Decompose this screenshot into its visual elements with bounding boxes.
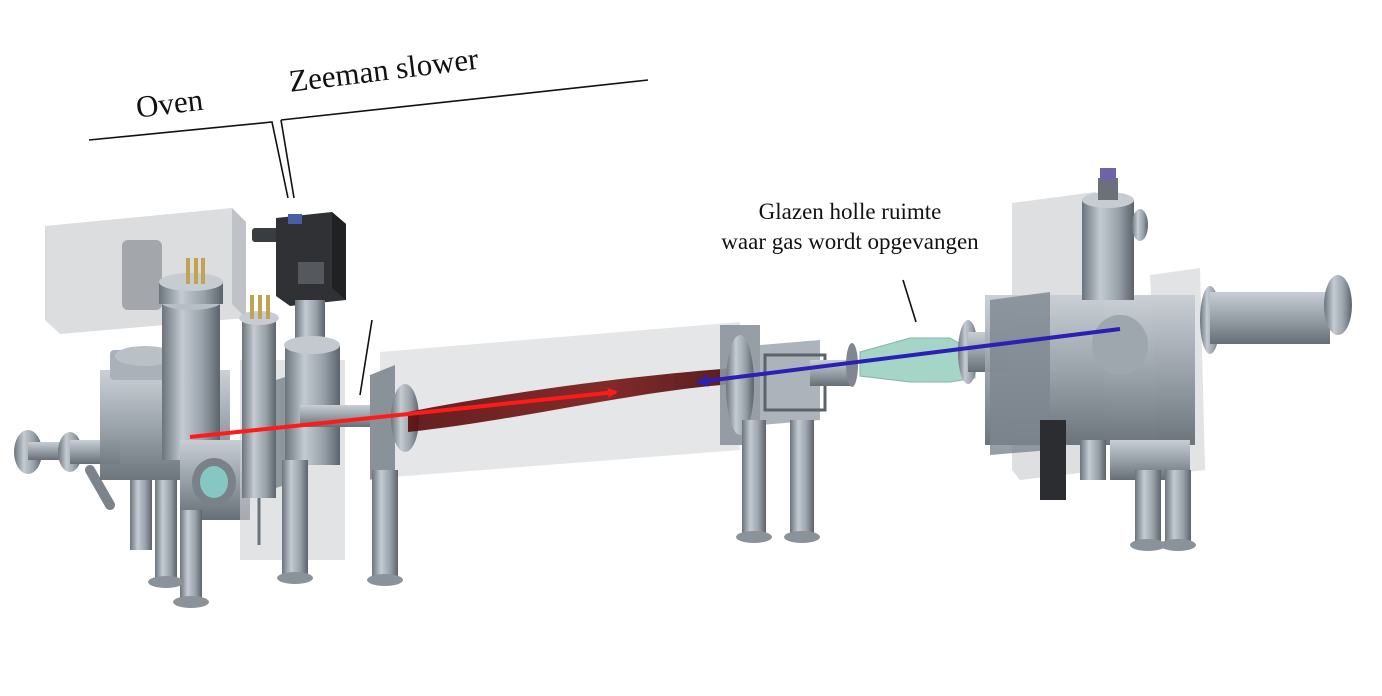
label-brackets bbox=[88, 79, 917, 396]
label-glass-cell-line2: waar gas wordt opgevangen bbox=[721, 229, 979, 254]
label-glass-cell: Glazen holle ruimte waar gas wordt opgev… bbox=[690, 197, 1010, 257]
middle-cross-assembly bbox=[720, 325, 858, 543]
atom-beam-arrow bbox=[189, 387, 618, 439]
label-glass-cell-line1: Glazen holle ruimte bbox=[758, 199, 942, 224]
laser-beam-arrow bbox=[696, 327, 1121, 387]
trap-chamber-assembly bbox=[958, 168, 1352, 551]
atom-beam-plume bbox=[408, 368, 735, 432]
